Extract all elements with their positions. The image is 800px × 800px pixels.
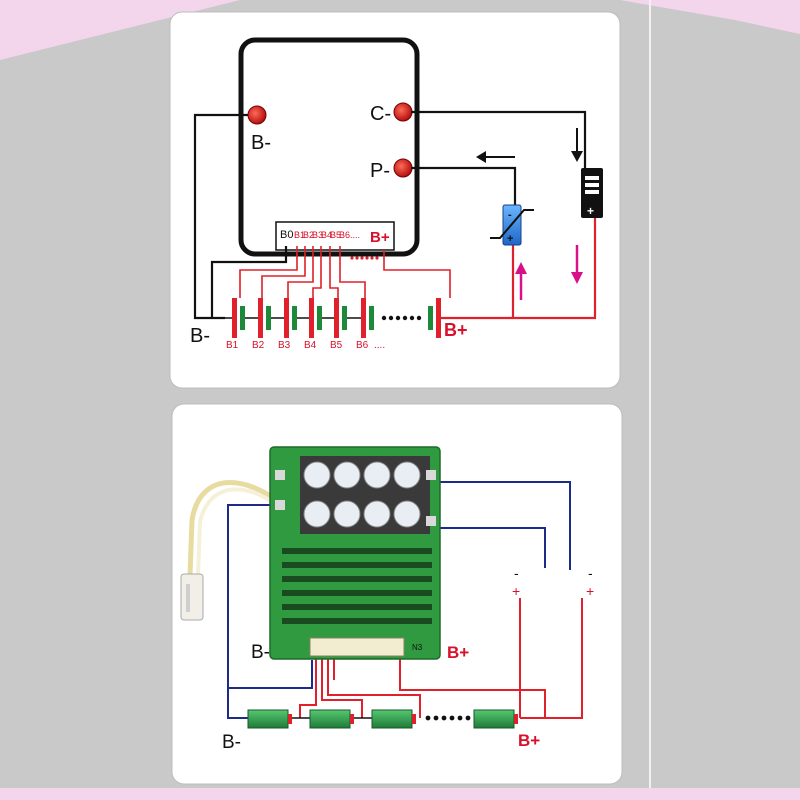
cell-label: B6: [356, 340, 369, 351]
connector-label: B1: [294, 230, 305, 240]
cell-label: B4: [304, 340, 317, 351]
c-minus-terminal: [393, 102, 413, 122]
top-cell: [284, 298, 297, 338]
connector-label: B3: [312, 230, 323, 240]
red-wires: [299, 598, 583, 719]
cell-label: B5: [330, 340, 343, 351]
connector-label: B6: [339, 230, 350, 240]
cell-label: B1: [226, 340, 239, 351]
top-cell: [361, 298, 374, 338]
connector-text: N3: [412, 643, 423, 652]
p-minus-terminal: [393, 158, 413, 178]
right-minus-sign: -: [588, 565, 593, 581]
black-wires: [193, 110, 587, 320]
pack-negative-label: B-: [222, 732, 241, 753]
top-cell: [334, 298, 347, 338]
device-plus-sign: +: [507, 233, 513, 245]
left-plus-sign: +: [512, 583, 520, 599]
bottom-panel: N3 B- B+ - + - +: [171, 403, 623, 785]
pack-positive-label: B+: [518, 731, 540, 750]
b-minus-terminal: [247, 105, 267, 125]
top-cell: [428, 298, 441, 338]
connector-label: ....: [350, 230, 360, 240]
connector-dots: [350, 256, 379, 260]
arrow-up-magenta-icon: [515, 262, 527, 300]
cell-label: ....: [374, 340, 385, 351]
component-row-bottom: [300, 498, 430, 534]
top-cell: [232, 298, 245, 338]
external-load: - +: [581, 168, 603, 218]
right-plus-sign: +: [586, 583, 594, 599]
arrow-left-icon: [476, 151, 515, 163]
connector-label: B0: [280, 229, 293, 241]
left-minus-sign: -: [514, 565, 519, 581]
top-cell-string: [225, 298, 441, 338]
red-power-wire: [440, 215, 597, 320]
corner-decoration: [620, 0, 800, 34]
connector-label: B4: [321, 230, 332, 240]
balance-connector: [275, 221, 395, 251]
protection-device: - +: [490, 204, 534, 246]
series-dots: [425, 715, 471, 721]
board-negative-label: B-: [251, 642, 270, 663]
bms-c-minus-label: C-: [370, 103, 391, 125]
cell-label: B2: [252, 340, 265, 351]
top-panel: B- C- P- B0 B1 B2 B3 B4 B5 B6 .... B+: [169, 11, 621, 389]
bottom-cell-string: [230, 709, 518, 729]
device-minus-sign: -: [508, 209, 512, 221]
series-dots: [381, 315, 422, 321]
connector-label: B+: [370, 229, 390, 246]
connector-label-row: B0 B1 B2 B3 B4 B5 B6 .... B+: [280, 229, 390, 246]
top-cell: [258, 298, 271, 338]
board-positive-label: B+: [447, 643, 469, 662]
bms-b-minus-label: B-: [251, 132, 271, 154]
cell-label: B3: [278, 340, 291, 351]
cell-label-row: B1 B2 B3 B4 B5 B6 ....: [226, 340, 385, 351]
bms-module: [238, 37, 420, 257]
terminal-pads: [275, 470, 436, 526]
pack-positive-label: B+: [444, 320, 468, 340]
bottom-border: [0, 788, 800, 800]
top-cell: [309, 298, 322, 338]
connector-label: B2: [303, 230, 314, 240]
smd-rows: [282, 548, 432, 624]
red-balance-wires: [239, 246, 451, 298]
component-row-top: [300, 456, 430, 498]
pack-negative-label: B-: [190, 325, 210, 347]
arrow-down-icon: [571, 128, 583, 162]
bottom-cell: [247, 709, 292, 729]
bms-p-minus-label: P-: [370, 160, 390, 182]
pcb-board: N3: [269, 446, 441, 660]
load-plus-sign: +: [587, 204, 594, 218]
bottom-cell: [473, 709, 518, 729]
bottom-cell: [309, 709, 354, 729]
connector-label: B5: [330, 230, 341, 240]
bottom-cell: [371, 709, 416, 729]
load-minus-sign: -: [587, 173, 590, 183]
balance-plug: [309, 637, 405, 657]
arrow-down-magenta-icon: [571, 245, 583, 284]
